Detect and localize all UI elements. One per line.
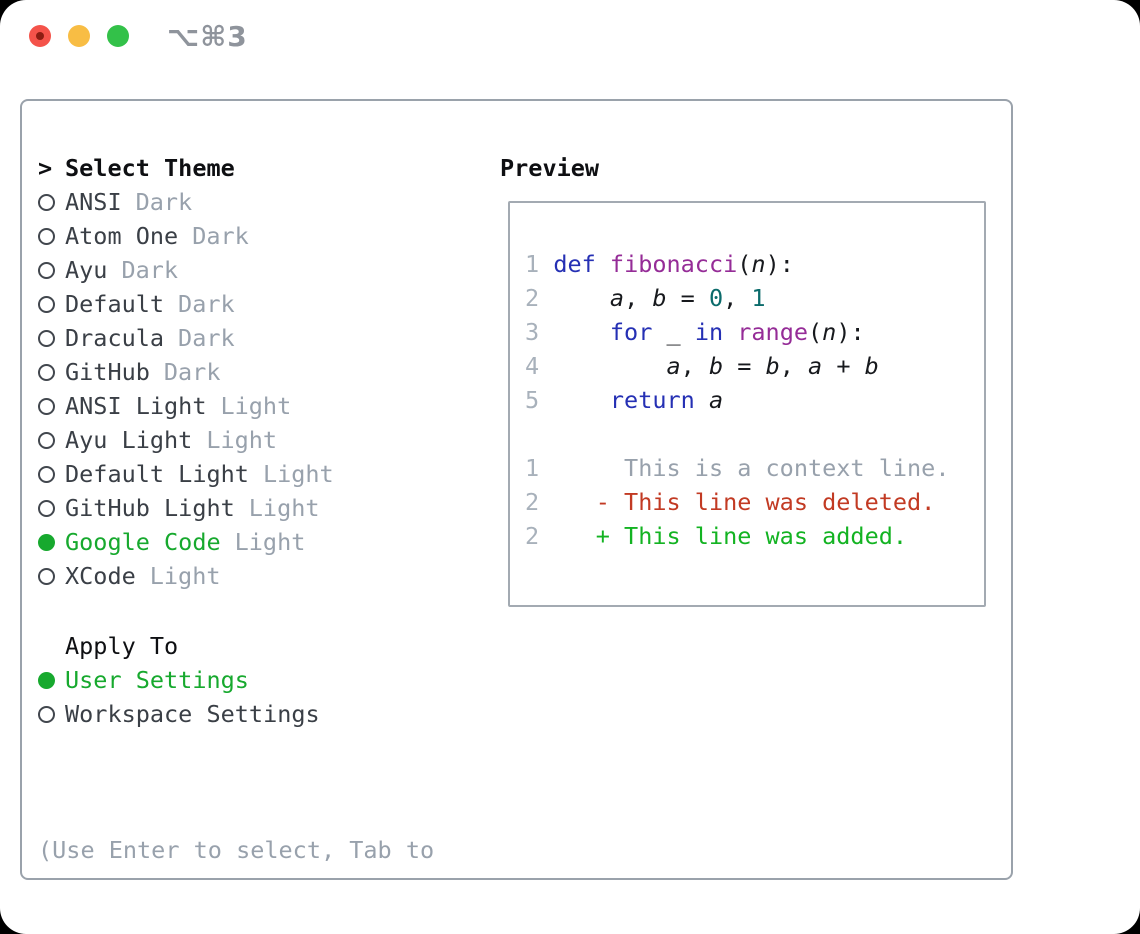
cursor-prompt-icon: > [38,154,53,182]
code-line: 2 + This line was added. [525,522,908,550]
radio-icon [38,705,55,723]
theme-option[interactable]: Default Dark [38,287,334,321]
radio-icon [38,193,55,211]
code-line: 5 return a [525,386,724,414]
radio-selected-icon [38,671,55,689]
theme-option[interactable]: ANSI Light Light [38,389,334,423]
title-bar: ⌥⌘3 [0,0,1140,72]
option-label: Default [65,290,165,318]
theme-option[interactable]: Dracula Dark [38,321,334,355]
preview-title: Preview [500,154,600,182]
option-label: ANSI [65,188,122,216]
option-variant-label: Light [206,426,278,454]
code-line [525,417,984,451]
option-label: Ayu Light [65,426,193,454]
line-number: 1 [525,454,540,482]
theme-list-title: Select Theme [65,154,235,182]
code-line: 1 This is a context line. [525,454,950,482]
line-number: 2 [525,488,540,516]
theme-option[interactable]: Default Light Light [38,457,334,491]
option-label: Atom One [65,222,179,250]
option-label: ANSI Light [65,392,207,420]
code-line: 2 - This line was deleted. [525,488,936,516]
line-number: 2 [525,522,540,550]
theme-option[interactable]: Ayu Dark [38,253,334,287]
line-number: 1 [525,250,540,278]
option-label: Google Code [65,528,221,556]
option-label: GitHub [65,358,150,386]
code-line: 3 for _ in range(n): [525,318,865,346]
line-number: 2 [525,284,540,312]
theme-option[interactable]: ANSI Dark [38,185,334,219]
radio-icon [38,295,55,313]
zoom-button[interactable] [107,25,129,47]
preview-header-row: Preview [500,151,599,185]
option-variant-label: Dark [178,290,235,318]
apply-option[interactable]: Workspace Settings [38,697,320,731]
theme-list-header-row: > Select Theme [38,151,334,185]
close-button[interactable] [29,25,51,47]
option-label: User Settings [65,666,249,694]
option-label: XCode [65,562,136,590]
theme-option[interactable]: GitHub Dark [38,355,334,389]
radio-icon [38,567,55,585]
line-number: 5 [525,386,540,414]
radio-icon [38,261,55,279]
radio-icon [38,363,55,381]
theme-option[interactable]: GitHub Light Light [38,491,334,525]
option-variant-label: Light [234,528,306,556]
line-number: 4 [525,352,540,380]
code-line: 1 def fibonacci(n): [525,250,794,278]
theme-option[interactable]: XCode Light [38,559,334,593]
minimize-button[interactable] [68,25,90,47]
code-line: 4 a, b = b, a + b [525,352,879,380]
preview-pane: 1 def fibonacci(n): 2 a, b = 0, 1 3 for _ … [508,201,986,607]
window-title: ⌥⌘3 [167,20,248,53]
option-variant-label: Dark [178,324,235,352]
theme-option[interactable]: Google Code Light [38,525,334,559]
code-line: 2 a, b = 0, 1 [525,284,766,312]
option-variant-label: Light [220,392,292,420]
radio-icon [38,499,55,517]
radio-selected-icon [38,533,55,551]
option-variant-label: Dark [163,358,221,386]
help-line-1: (Use Enter to select, Tab to [38,836,435,864]
option-label: Ayu [65,256,108,284]
option-variant-label: Dark [192,222,249,250]
option-label: Workspace Settings [65,700,320,728]
option-variant-label: Dark [135,188,193,216]
apply-to-title: Apply To [65,632,179,660]
radio-icon [38,397,55,415]
option-variant-label: Light [248,494,320,522]
apply-to-header-row: Apply To [38,629,320,663]
radio-icon [38,329,55,347]
radio-icon [38,227,55,245]
radio-icon [38,465,55,483]
option-variant-label: Light [262,460,334,488]
option-label: GitHub Light [65,494,235,522]
option-label: Default Light [65,460,249,488]
radio-icon [38,431,55,449]
help-text: (Use Enter to select, Tab to change focu… [38,763,434,934]
option-label: Dracula [65,324,165,352]
theme-option[interactable]: Ayu Light Light [38,423,334,457]
traffic-lights [29,25,129,47]
apply-option[interactable]: User Settings [38,663,320,697]
theme-option[interactable]: Atom One Dark [38,219,334,253]
line-number: 3 [525,318,540,346]
option-variant-label: Dark [121,256,179,284]
option-variant-label: Light [149,562,221,590]
